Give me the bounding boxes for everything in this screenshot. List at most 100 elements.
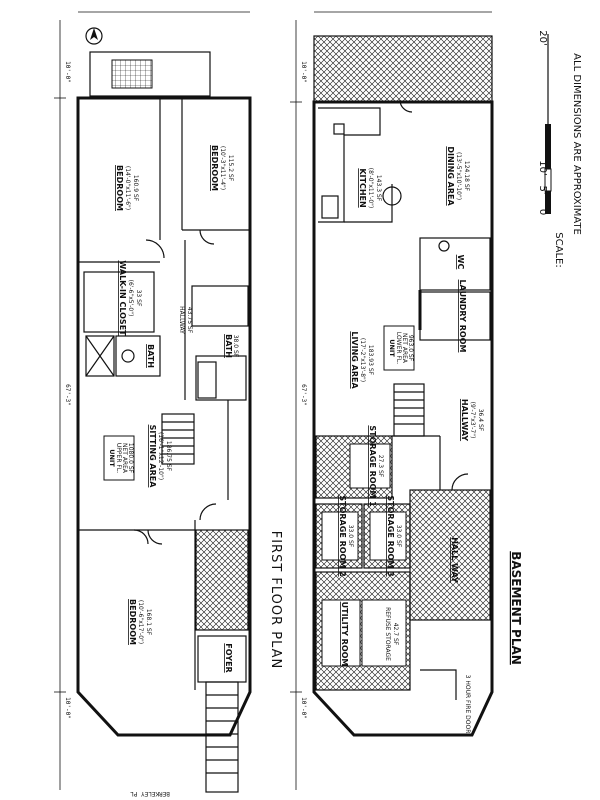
scale-tick-0: 0 xyxy=(537,209,548,215)
label-hallway-first: HALLWAY 43.75 SF xyxy=(178,306,193,334)
label-foyer: FOYER xyxy=(224,643,233,672)
svg-text:WALK-IN CLOSET: WALK-IN CLOSET xyxy=(118,260,127,336)
svg-text:(10'-6"x17'-0"): (10'-6"x17'-0") xyxy=(137,600,144,644)
svg-text:963.0 SF: 963.0 SF xyxy=(407,335,414,362)
svg-text:BEDROOM: BEDROOM xyxy=(128,599,137,645)
svg-text:(16'-1"x12'-10"): (16'-1"x12'-10") xyxy=(157,432,164,480)
svg-text:BASEMENT PLAN: BASEMENT PLAN xyxy=(509,551,523,665)
svg-text:1080.0 SF: 1080.0 SF xyxy=(127,443,134,474)
kitchen-island-round xyxy=(382,186,402,206)
svg-text:115.2 SF: 115.2 SF xyxy=(227,155,234,182)
bath-left-wall xyxy=(115,335,161,377)
svg-text:(8'-0"x11'-0"): (8'-0"x11'-0") xyxy=(367,168,374,208)
svg-text:67'-3": 67'-3" xyxy=(64,384,71,406)
label-bath-left: BATH xyxy=(146,344,155,368)
svg-text:(9'-7"x3'-7"): (9'-7"x3'-7") xyxy=(469,402,476,439)
svg-text:BEDROOM: BEDROOM xyxy=(115,165,124,211)
label-fire-door: 3 HOUR FIRE DOOR xyxy=(464,675,471,734)
basement-plan-title: BASEMENT PLAN xyxy=(509,551,523,665)
laundry-wall xyxy=(419,291,491,341)
svg-text:(6'-6"x5'-0"): (6'-6"x5'-0") xyxy=(127,280,134,317)
svg-text:HALLWAY: HALLWAY xyxy=(460,399,469,441)
wc-wall xyxy=(419,237,491,291)
label-storage-room-3: STORAGE ROOM 3 33.0 SF xyxy=(386,495,402,576)
svg-text:REFUSE STORAGE: REFUSE STORAGE xyxy=(384,607,391,661)
label-living-area: LIVING AREA (17'-2"x13'-8") 183.93 SF xyxy=(350,331,374,389)
rear-dimension-right: 10'-0" xyxy=(300,61,307,83)
svg-text:WC: WC xyxy=(456,255,465,270)
svg-text:UTILITY ROOM: UTILITY ROOM xyxy=(340,602,349,667)
scale-tick-5: 5' xyxy=(537,185,548,194)
svg-text:NET AREA: NET AREA xyxy=(401,333,408,364)
svg-text:160.9 SF: 160.9 SF xyxy=(132,175,139,202)
svg-text:BERKELEY PL: BERKELEY PL xyxy=(130,790,170,797)
svg-text:36.4 SF: 36.4 SF xyxy=(477,409,484,432)
label-walk-in-closet: WALK-IN CLOSET (6'-6"x5'-0") 33 SF xyxy=(118,260,142,336)
scale-label: SCALE: xyxy=(553,232,564,267)
label-hallway-basement: HALLWAY (9'-7"x3'-7") 36.4 SF xyxy=(460,399,484,441)
svg-text:BATH: BATH xyxy=(146,344,155,368)
svg-text:(14'-0"x11'-6"): (14'-0"x11'-6") xyxy=(124,166,131,210)
scale-tick-20: 20' xyxy=(537,30,548,45)
svg-text:DINING AREA: DINING AREA xyxy=(446,146,455,206)
svg-text:10'-0": 10'-0" xyxy=(300,61,307,83)
label-unit-lower: UNIT LOWER FL. NET AREA 963.0 SF xyxy=(383,325,415,371)
svg-text:168.1 SF: 168.1 SF xyxy=(145,609,152,636)
label-refuse-storage: REFUSE STORAGE 42.7 SF xyxy=(384,607,399,661)
label-dining-area: DINING AREA (13'-5"x10'-10") 124.18 SF xyxy=(446,146,470,206)
svg-text:10'-0": 10'-0" xyxy=(300,697,307,719)
svg-text:HALLWAY: HALLWAY xyxy=(178,306,185,334)
svg-text:NET AREA: NET AREA xyxy=(121,443,128,474)
street-label: BERKELEY PL xyxy=(130,790,170,797)
svg-text:STORAGE ROOM 1: STORAGE ROOM 1 xyxy=(368,425,377,507)
front-dimension-right: 10'-0" xyxy=(300,697,307,719)
label-storage-room-2: STORAGE ROOM 2 33.0 SF xyxy=(338,495,354,576)
svg-text:186.75 SF: 186.75 SF xyxy=(165,441,172,472)
bath-right-wall xyxy=(195,355,247,401)
svg-text:LOWER FL.: LOWER FL. xyxy=(395,332,402,364)
basement-outer-wall xyxy=(312,100,494,737)
svg-text:LIVING AREA: LIVING AREA xyxy=(350,331,359,389)
kitchen-counter xyxy=(318,107,381,223)
svg-text:43.75 SF: 43.75 SF xyxy=(186,307,193,334)
rear-deck xyxy=(89,51,211,97)
svg-text:33.0 SF: 33.0 SF xyxy=(347,525,354,548)
svg-text:UPPER FL.: UPPER FL. xyxy=(115,443,122,473)
label-bedroom-front: BEDROOM (10'-6"x17'-0") 168.1 SF xyxy=(128,599,152,645)
svg-text:LAUNDRY ROOM: LAUNDRY ROOM xyxy=(458,280,467,353)
label-bath-right: BATH 38.0 SF xyxy=(224,334,239,358)
label-kitchen: KITCHEN (8'-0"x11'-0") 143.3 SF xyxy=(358,168,382,208)
label-sitting-area: SITTING AREA (16'-1"x12'-10") 186.75 SF xyxy=(148,425,172,489)
svg-text:HALL WAY: HALL WAY xyxy=(450,537,459,583)
svg-text:KITCHEN: KITCHEN xyxy=(358,168,367,207)
front-dimension-left: 10'-0" xyxy=(64,697,71,719)
interior-stair xyxy=(161,413,195,465)
label-utility-room: UTILITY ROOM xyxy=(340,602,349,667)
front-stoop xyxy=(205,681,239,793)
svg-text:(17'-2"x13'-8"): (17'-2"x13'-8") xyxy=(359,338,366,382)
svg-text:UNIT: UNIT xyxy=(108,449,116,467)
overall-dimension-left: 67'-3" xyxy=(64,384,71,406)
svg-text:10'-0": 10'-0" xyxy=(64,697,71,719)
rear-yard-paving xyxy=(313,35,493,103)
svg-text:FIRST FLOOR PLAN: FIRST FLOOR PLAN xyxy=(268,531,283,670)
svg-text:10'-0": 10'-0" xyxy=(64,61,71,83)
front-hallway-tile xyxy=(409,489,491,621)
overall-dimension-right: 67'-3" xyxy=(300,384,307,406)
svg-text:(13'-5"x10'-10"): (13'-5"x10'-10") xyxy=(455,152,462,200)
basement-plan xyxy=(78,11,494,790)
svg-text:BEDROOM: BEDROOM xyxy=(210,145,219,191)
first-floor-plan-title: FIRST FLOOR PLAN xyxy=(268,531,283,670)
svg-text:3 HOUR FIRE DOOR: 3 HOUR FIRE DOOR xyxy=(464,675,471,734)
svg-text:124.18 SF: 124.18 SF xyxy=(463,161,470,192)
svg-text:33.0 SF: 33.0 SF xyxy=(395,525,402,548)
svg-text:42.7 SF: 42.7 SF xyxy=(392,623,399,646)
svg-text:183.93 SF: 183.93 SF xyxy=(367,345,374,376)
svg-text:UNIT: UNIT xyxy=(388,339,396,357)
label-bedroom-rear-right: BEDROOM (10'-3"x11'-4") 115.2 SF xyxy=(210,145,234,191)
svg-text:STORAGE ROOM 3: STORAGE ROOM 3 xyxy=(386,495,395,576)
north-arrow-icon xyxy=(85,27,103,45)
label-storage-room-1: STORAGE ROOM 1 27.3 SF xyxy=(368,425,384,507)
